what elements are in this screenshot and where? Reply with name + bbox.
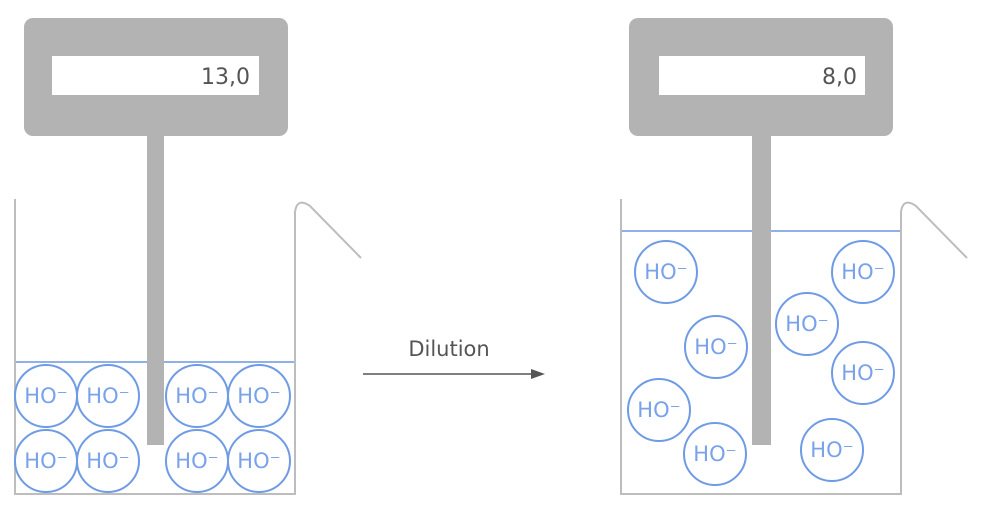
hydroxide-ion: HO⁻ [684, 315, 748, 379]
hydroxide-ion: HO⁻ [227, 364, 291, 428]
ion-label: HO⁻ [24, 449, 67, 473]
beaker-before: HO⁻ HO⁻ HO⁻ HO⁻ HO⁻ HO⁻ HO⁻ HO⁻ [14, 199, 362, 495]
ion-label: HO⁻ [810, 438, 853, 462]
ion-circle [76, 364, 140, 428]
ions-before: HO⁻ HO⁻ HO⁻ HO⁻ HO⁻ HO⁻ HO⁻ HO⁻ [14, 364, 291, 493]
ion-label: HO⁻ [637, 398, 680, 422]
ion-label: HO⁻ [841, 260, 884, 284]
meter-display [659, 56, 865, 95]
meter-display [52, 56, 259, 95]
ph-reading-after: 8,0 [822, 65, 857, 90]
beaker-after: HO⁻ HO⁻ HO⁻ HO⁻ HO⁻ HO⁻ HO⁻ HO⁻ [620, 199, 968, 495]
ion-label: HO⁻ [693, 442, 736, 466]
ions-after: HO⁻ HO⁻ HO⁻ HO⁻ HO⁻ HO⁻ HO⁻ HO⁻ [627, 240, 895, 486]
ion-circle [227, 429, 291, 493]
hydroxide-ion: HO⁻ [627, 378, 691, 442]
probe [147, 130, 164, 445]
hydroxide-ion: HO⁻ [800, 418, 864, 482]
ion-label: HO⁻ [237, 384, 280, 408]
ion-circle [684, 315, 748, 379]
ph-reading-before: 13,0 [201, 65, 250, 90]
ion-circle [634, 240, 698, 304]
hydroxide-ion: HO⁻ [76, 364, 140, 428]
probe [752, 130, 771, 445]
dilution-label: Dilution [408, 337, 489, 361]
hydroxide-ion: HO⁻ [831, 341, 895, 405]
hydroxide-ion: HO⁻ [14, 429, 78, 493]
ion-circle [831, 240, 895, 304]
ion-label: HO⁻ [24, 384, 67, 408]
hydroxide-ion: HO⁻ [683, 422, 747, 486]
ion-label: HO⁻ [694, 335, 737, 359]
ion-circle [76, 429, 140, 493]
ion-label: HO⁻ [237, 449, 280, 473]
arrow-head-icon [531, 369, 545, 379]
ion-label: HO⁻ [841, 361, 884, 385]
ion-label: HO⁻ [175, 449, 218, 473]
hydroxide-ion: HO⁻ [634, 240, 698, 304]
hydroxide-ion: HO⁻ [227, 429, 291, 493]
ion-circle [800, 418, 864, 482]
ion-label: HO⁻ [86, 384, 129, 408]
hydroxide-ion: HO⁻ [76, 429, 140, 493]
beaker-outline [14, 199, 362, 495]
beaker-outline [620, 199, 968, 495]
hydroxide-ion: HO⁻ [165, 429, 229, 493]
ion-label: HO⁻ [785, 312, 828, 336]
ion-circle [227, 364, 291, 428]
ion-circle [775, 292, 839, 356]
hydroxide-ion: HO⁻ [775, 292, 839, 356]
ion-label: HO⁻ [175, 384, 218, 408]
ion-circle [627, 378, 691, 442]
ion-label: HO⁻ [644, 260, 687, 284]
ion-circle [831, 341, 895, 405]
ph-meter-before: 13,0 [24, 18, 288, 445]
hydroxide-ion: HO⁻ [14, 364, 78, 428]
ion-circle [683, 422, 747, 486]
ion-label: HO⁻ [86, 449, 129, 473]
hydroxide-ion: HO⁻ [165, 364, 229, 428]
hydroxide-ion: HO⁻ [831, 240, 895, 304]
dilution-arrow: Dilution [363, 337, 545, 379]
ph-meter-after: 8,0 [629, 18, 893, 445]
